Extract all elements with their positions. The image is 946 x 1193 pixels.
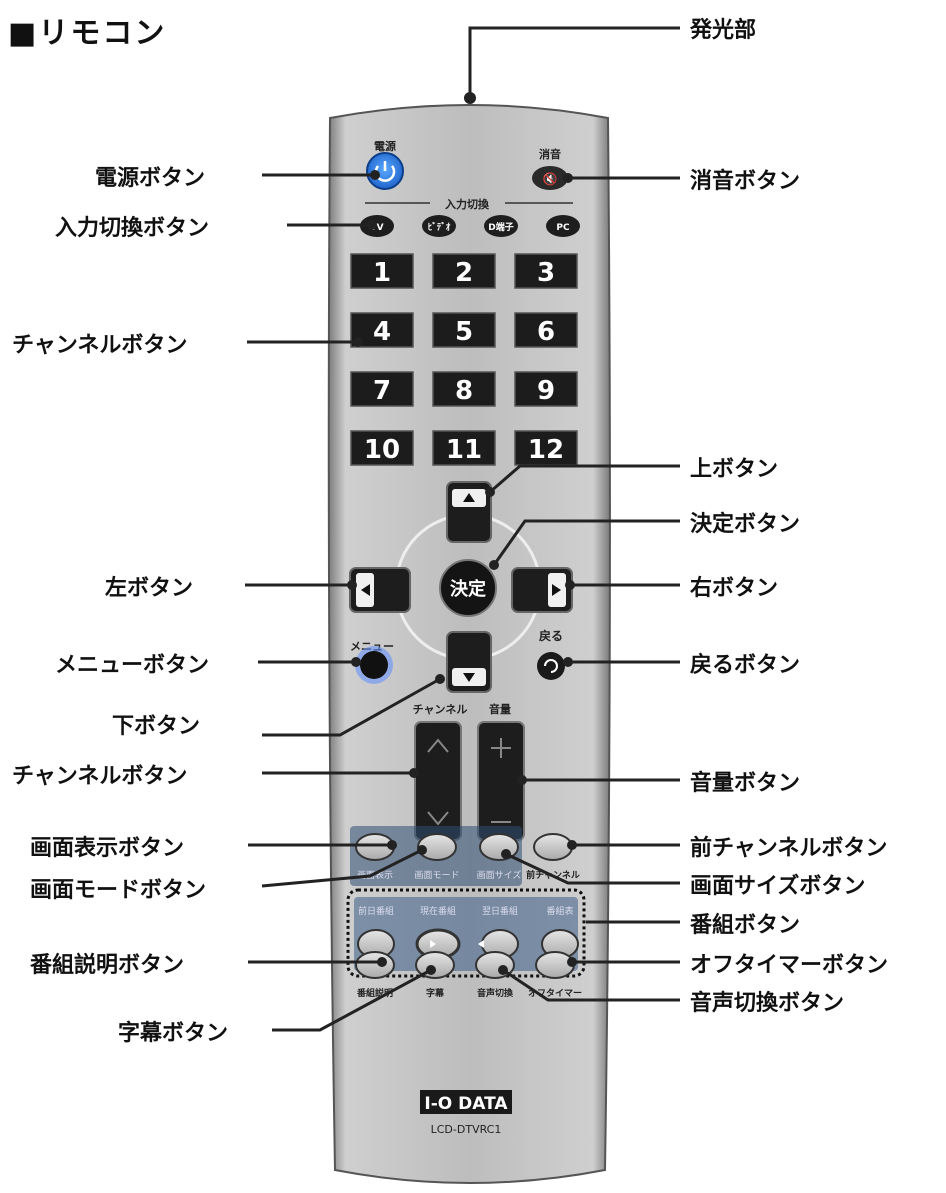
input-key-label: D端子 (488, 221, 513, 233)
label-input: 入力切換ボタン (55, 216, 210, 241)
emitter-leader (468, 26, 680, 100)
program-key-label: 番組表 (546, 905, 573, 917)
channel-caption: チャンネル (413, 703, 468, 716)
number-key-8 (432, 371, 496, 407)
input-key-3 (546, 215, 580, 237)
number-key-7 (350, 371, 414, 407)
number-key-label: 6 (537, 317, 555, 347)
back-button (537, 652, 565, 680)
brand-text: I-O DATA (424, 1094, 508, 1114)
label-volume: 音量ボタン (690, 771, 801, 796)
number-key-label: 4 (373, 317, 391, 347)
bottom-key-label: 字幕 (426, 987, 445, 999)
power-caption: 電源 (374, 139, 396, 153)
input-key-label: TV (370, 223, 383, 233)
number-key-label: 1 (373, 258, 391, 288)
number-key-5 (432, 312, 496, 348)
number-key-10 (350, 430, 414, 466)
input-keys: TV ﾋﾞﾃﾞｵ D端子 PC (360, 215, 580, 237)
leader-lines (245, 173, 680, 1032)
screen-key-label: 画面モード (414, 870, 459, 881)
enter-key-label: 決定 (450, 578, 486, 600)
label-program-info: 番組説明ボタン (30, 953, 185, 978)
label-right: 右ボタン (690, 576, 779, 601)
label-program: 番組ボタン (690, 913, 801, 938)
label-prev-channel: 前チャンネルボタン (690, 836, 888, 861)
number-key-9 (514, 371, 578, 407)
mute-button (532, 166, 568, 190)
screen-keys: 画面表示画面モード画面サイズ (355, 833, 522, 881)
number-key-2 (432, 253, 496, 289)
label-up: 上ボタン (690, 457, 779, 482)
label-screen-mode: 画面モードボタン (30, 878, 207, 903)
label-audio-switch: 音声切換ボタン (690, 991, 845, 1016)
number-key-label: 7 (373, 376, 391, 406)
number-key-label: 12 (528, 435, 564, 465)
number-key-label: 8 (455, 376, 473, 406)
label-channel-numbers: チャンネルボタン (12, 333, 188, 358)
input-key-0 (360, 215, 394, 237)
page-title: ■リモコン (8, 16, 167, 51)
input-key-2 (484, 215, 518, 237)
label-menu: メニューボタン (55, 653, 210, 678)
number-key-4 (350, 312, 414, 348)
mute-caption: 消音 (539, 147, 561, 161)
number-key-label: 9 (537, 376, 555, 406)
program-key-label: 翌日番組 (482, 905, 518, 917)
number-key-label: 2 (455, 258, 473, 288)
bottom-key-label: 音声切換 (477, 987, 514, 999)
model-text: LCD-DTVRC1 (431, 1123, 502, 1136)
number-key-label: 3 (537, 258, 555, 288)
svg-text:🔇: 🔇 (543, 172, 558, 186)
number-key-label: 5 (455, 317, 473, 347)
volume-caption: 音量 (489, 702, 511, 716)
number-key-11 (432, 430, 496, 466)
label-left: 左ボタン (105, 576, 194, 601)
label-enter: 決定ボタン (690, 512, 801, 537)
label-subtitle: 字幕ボタン (118, 1021, 229, 1046)
enter-button (439, 559, 497, 617)
number-key-6 (514, 312, 578, 348)
program-key-group (346, 888, 586, 978)
screen-key-label: 画面サイズ (477, 869, 522, 881)
input-key-1 (422, 215, 456, 237)
brand-logo (420, 1090, 512, 1114)
program-key-label: 現在番組 (420, 905, 456, 917)
label-screen-size: 画面サイズボタン (690, 874, 866, 899)
back-caption: 戻る (539, 628, 563, 643)
label-channel-updown: チャンネルボタン (12, 764, 188, 789)
input-key-label: PC (556, 223, 570, 233)
number-key-1 (350, 253, 414, 289)
input-key-label: ﾋﾞﾃﾞｵ (428, 221, 451, 233)
label-back: 戻るボタン (690, 653, 801, 678)
label-down: 下ボタン (112, 714, 201, 739)
number-key-label: 10 (364, 435, 400, 465)
program-key-label: 前日番組 (358, 905, 394, 917)
label-off-timer: オフタイマーボタン (690, 953, 889, 978)
label-power: 電源ボタン (95, 166, 206, 191)
label-emitter: 発光部 (690, 18, 757, 43)
bottom-key-0 (355, 951, 395, 979)
label-screen-display: 画面表示ボタン (30, 836, 185, 861)
number-key-12 (514, 430, 578, 466)
number-key-label: 11 (446, 435, 482, 465)
input-caption: 入力切換 (445, 197, 490, 211)
prev-channel-button (533, 833, 573, 861)
number-key-3 (514, 253, 578, 289)
label-mute: 消音ボタン (690, 169, 801, 194)
